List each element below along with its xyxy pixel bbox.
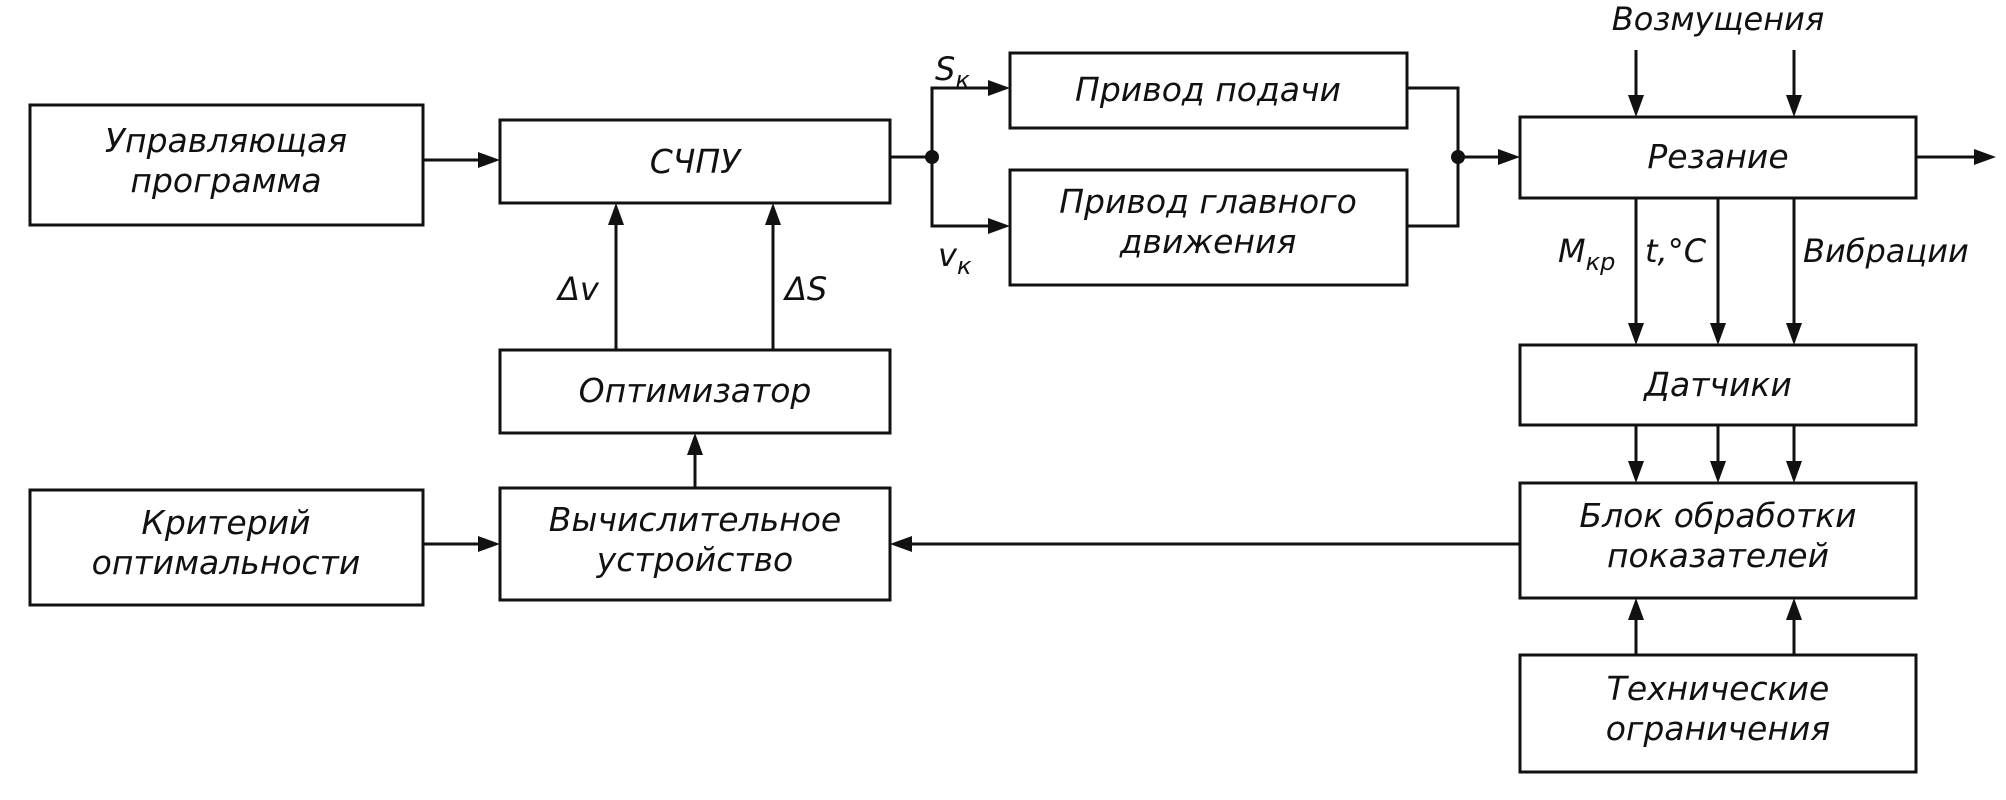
optimizer-label: Оптимизатор bbox=[579, 371, 812, 410]
main-drive-line-1: Привод главного bbox=[1059, 182, 1357, 221]
control-program-line-1: Управляющая bbox=[105, 121, 347, 160]
link-cnc-to-drives bbox=[890, 80, 1010, 234]
processing-unit-line-1: Блок обработки bbox=[1579, 496, 1856, 535]
constraints-line-1: Технические bbox=[1607, 669, 1830, 708]
block-cnc: СЧПУ bbox=[498, 118, 892, 205]
criterion-line-2: оптимальности bbox=[92, 543, 361, 582]
constraints-line-2: ограничения bbox=[1606, 709, 1830, 748]
block-main-drive: Привод главного движения bbox=[1008, 168, 1409, 287]
link-constraints-to-processing bbox=[1628, 598, 1802, 655]
signal-speed-label: vк bbox=[938, 236, 972, 280]
cutting-label: Резание bbox=[1647, 137, 1788, 176]
link-processing-to-computing bbox=[890, 536, 1520, 552]
link-criterion-to-computing bbox=[423, 536, 500, 552]
signal-delta-v-label: Δv bbox=[555, 270, 600, 308]
block-criterion: Критерий оптимальности bbox=[28, 488, 425, 607]
criterion-line-1: Критерий bbox=[141, 503, 310, 542]
feed-drive-label: Привод подачи bbox=[1075, 70, 1341, 109]
block-control-program: Управляющая программа bbox=[28, 103, 425, 227]
block-feed-drive: Привод подачи bbox=[1008, 51, 1409, 130]
signal-delta-s-label: ΔS bbox=[782, 270, 827, 308]
block-constraints: Технические ограничения bbox=[1518, 653, 1918, 774]
computing-unit-line-2: устройство bbox=[596, 540, 794, 579]
signal-temperature-label: t,°C bbox=[1645, 232, 1707, 270]
cnc-label: СЧПУ bbox=[650, 142, 742, 181]
signal-feed-label: Sк bbox=[935, 50, 970, 94]
main-drive-line-2: движения bbox=[1119, 222, 1297, 261]
block-optimizer: Оптимизатор bbox=[498, 348, 892, 435]
block-cutting: Резание bbox=[1518, 115, 1918, 200]
link-disturbances bbox=[1628, 50, 1802, 117]
sensors-label: Датчики bbox=[1642, 365, 1792, 404]
processing-unit-line-2: показателей bbox=[1607, 536, 1829, 575]
computing-unit-line-1: Вычислительное bbox=[549, 500, 841, 539]
link-drives-to-cutting bbox=[1407, 86, 1520, 228]
link-cutting-output bbox=[1916, 149, 1996, 165]
block-processing-unit: Блок обработки показателей bbox=[1518, 481, 1918, 600]
block-sensors: Датчики bbox=[1518, 343, 1918, 427]
block-computing-unit: Вычислительное устройство bbox=[498, 486, 892, 602]
link-computing-to-optimizer bbox=[687, 433, 703, 488]
link-cutting-to-sensors bbox=[1628, 198, 1802, 345]
link-optimizer-to-cnc bbox=[608, 203, 781, 350]
link-sensors-to-processing bbox=[1628, 425, 1802, 483]
signal-torque-label: Mкр bbox=[1558, 232, 1615, 276]
signal-disturbances-label: Возмущения bbox=[1612, 0, 1824, 38]
control-program-line-2: программа bbox=[130, 161, 321, 200]
signal-vibrations-label: Вибрации bbox=[1803, 232, 1969, 270]
link-program-to-cnc bbox=[423, 152, 500, 168]
